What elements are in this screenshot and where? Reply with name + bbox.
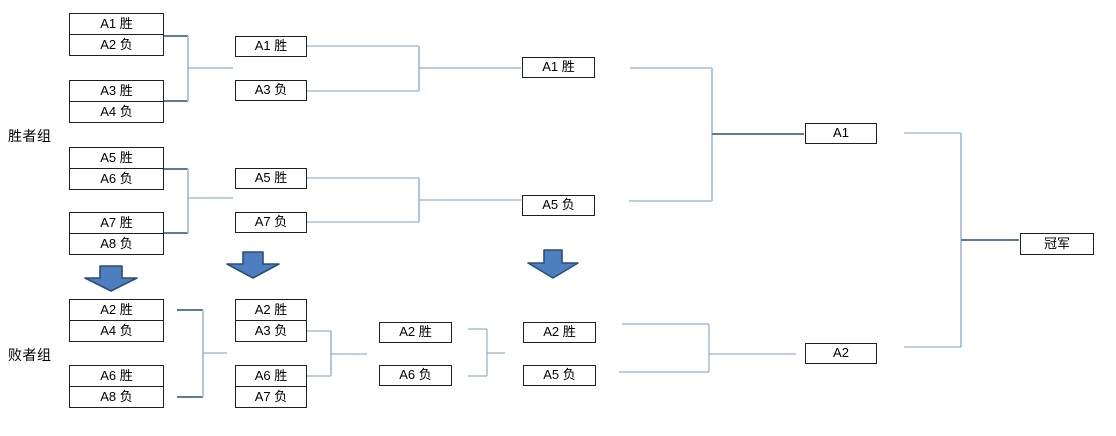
losers-r4-box-1: A2 胜 [523,322,596,343]
losers-r4-box-2: A5 负 [523,365,596,386]
down-arrow-icon [226,251,280,279]
winner-slot: A2 胜 [100,302,133,317]
losers-r3-box-1: A2 胜 [379,322,452,343]
loser-slot: A4 负 [70,320,163,341]
winners-r3-box-2: A5 负 [522,195,595,216]
loser-slot: A2 负 [70,34,163,55]
losers-r1-match-1: A2 胜 A4 负 [69,299,164,342]
winners-r2-box-3: A5 胜 [235,168,307,189]
winners-r3-box-1: A1 胜 [522,57,595,78]
loser-slot: A3 负 [236,320,306,341]
losers-r2-match-2: A6 胜 A7 负 [235,365,307,408]
winners-r2-box-2: A3 负 [235,80,307,101]
loser-slot: A8 负 [70,233,163,254]
winners-r2-box-4: A7 负 [235,212,307,233]
winner-slot: A1 胜 [100,16,133,31]
winner-slot: A5 胜 [100,150,133,165]
down-arrow-icon [84,265,138,292]
winner-slot: A2 胜 [254,302,288,317]
losers-group-label: 败者组 [8,347,52,363]
loser-slot: A8 负 [70,386,163,407]
winners-finalist-box: A1 [805,123,877,144]
losers-r1-match-2: A6 胜 A8 负 [69,365,164,408]
winners-r1-match-3: A5 胜 A6 负 [69,147,164,190]
losers-finalist-box: A2 [805,343,877,364]
loser-slot: A4 负 [70,101,163,122]
champion-box: 冠军 [1020,233,1094,255]
winners-r2-box-1: A1 胜 [235,36,307,57]
losers-r3-box-2: A6 负 [379,365,452,386]
winner-slot: A6 胜 [100,368,133,383]
down-arrow-icon [527,249,579,279]
winners-r1-match-4: A7 胜 A8 负 [69,212,164,255]
losers-r2-match-1: A2 胜 A3 负 [235,299,307,342]
winner-slot: A7 胜 [100,215,133,230]
winners-r1-match-2: A3 胜 A4 负 [69,80,164,123]
winner-slot: A6 胜 [254,368,288,383]
winners-r1-match-1: A1 胜 A2 负 [69,13,164,56]
loser-slot: A6 负 [70,168,163,189]
winner-slot: A3 胜 [100,83,133,98]
winners-group-label: 胜者组 [8,128,52,144]
loser-slot: A7 负 [236,386,306,407]
